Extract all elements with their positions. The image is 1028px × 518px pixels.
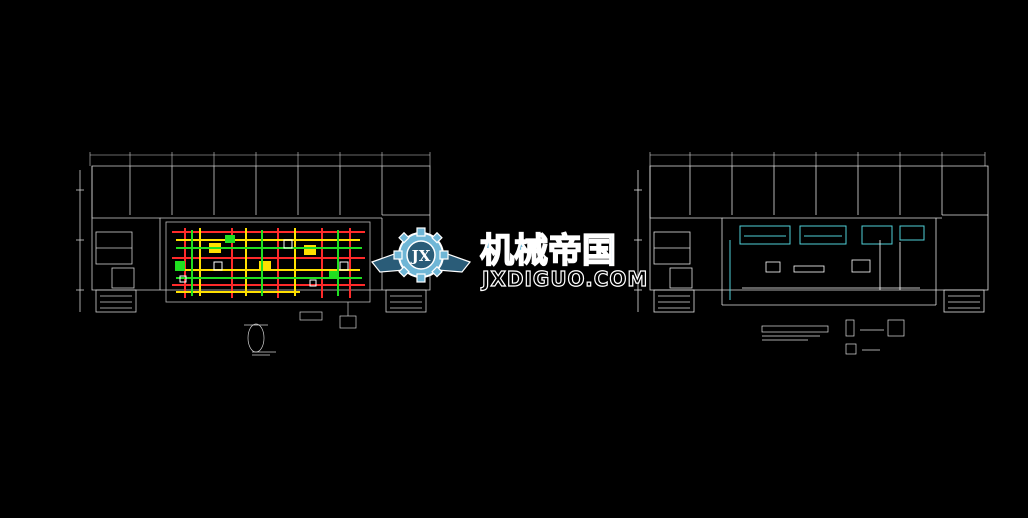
dimension-lines-top — [89, 152, 431, 166]
legend-blocks-right — [761, 319, 905, 355]
building-outline-left — [76, 165, 431, 313]
duct-network — [172, 228, 365, 298]
monogram-text: JX — [410, 247, 431, 265]
hvac-duct-plan — [76, 152, 431, 356]
watermark-url: JXDIGUO.COM — [480, 267, 648, 291]
gear-wings-jx-icon: JX — [393, 227, 449, 283]
legend-blocks-left — [244, 302, 357, 356]
duct-zone-frame — [165, 221, 371, 303]
fixtures — [742, 240, 920, 290]
equipment-blocks — [729, 225, 925, 300]
dimension-lines-top-right — [649, 152, 986, 166]
watermark-title: 机械帝国 — [480, 231, 616, 271]
equipment-layout-plan — [634, 152, 989, 355]
watermark-logo: JX 机械帝国 JXDIGUO.COM — [371, 227, 648, 292]
building-outline-right — [634, 165, 989, 313]
